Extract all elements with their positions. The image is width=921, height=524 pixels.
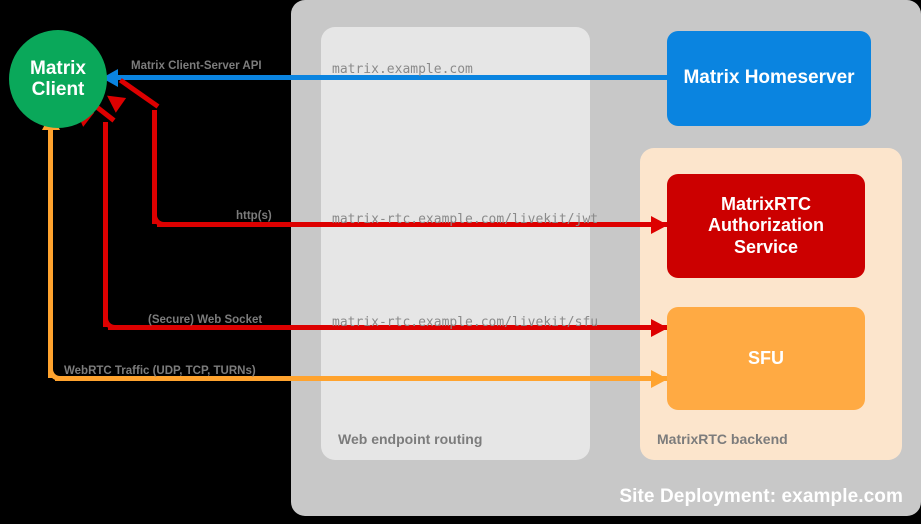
node-matrix-client[interactable]: Matrix Client: [9, 30, 107, 128]
web-endpoint-routing-label: Web endpoint routing: [338, 431, 483, 447]
matrix-client-line1: Matrix: [30, 57, 86, 79]
connector-cs-api-line: [117, 75, 667, 80]
connector-webrtc-target-arrowhead-icon: [651, 369, 668, 388]
node-sfu[interactable]: SFU: [667, 307, 865, 410]
matrix-homeserver-label: Matrix Homeserver: [683, 67, 855, 89]
sfu-label: SFU: [748, 347, 784, 368]
node-matrix-homeserver[interactable]: Matrix Homeserver: [667, 31, 871, 126]
connector-webrtc-hline: [55, 376, 667, 381]
connector-jwt-diagonal: [118, 78, 160, 109]
connector-webrtc-protocol-label: WebRTC Traffic (UDP, TCP, TURNs): [64, 365, 256, 377]
connector-sfu-ws-target-arrowhead-icon: [651, 318, 668, 337]
connector-webrtc-elbow: [48, 362, 67, 381]
connector-jwt-vline: [152, 110, 157, 224]
web-endpoint-routing-panel: Web endpoint routing: [321, 27, 590, 460]
connector-jwt-elbow: [152, 208, 171, 227]
connector-jwt-target-arrowhead-icon: [651, 215, 668, 234]
connector-cs-api-protocol-label: Matrix Client-Server API: [131, 60, 262, 72]
connector-sfu-ws-vline: [103, 122, 108, 327]
node-matrixrtc-authorization-service[interactable]: MatrixRTC Authorization Service: [667, 174, 865, 278]
auth-service-line3: Service: [733, 236, 799, 257]
site-deployment-label: Site Deployment: example.com: [619, 486, 903, 507]
auth-service-line1: MatrixRTC: [720, 194, 811, 215]
connector-jwt-arrowhead-icon: [101, 88, 127, 113]
connector-jwt-endpoint-label: matrix-rtc.example.com/livekit/jwt: [332, 212, 599, 227]
matrix-client-line2: Client: [31, 79, 85, 100]
connector-sfu-ws-protocol-label: (Secure) Web Socket: [148, 314, 263, 326]
connector-sfu-ws-elbow: [103, 311, 122, 330]
connector-sfu-ws-endpoint-label: matrix-rtc.example.com/livekit/sfu: [332, 315, 599, 330]
auth-service-line2: Authorization: [708, 215, 824, 236]
connector-jwt-protocol-label: http(s): [236, 210, 272, 222]
matrixrtc-backend-label: MatrixRTC backend: [657, 431, 788, 447]
connector-sfu-ws-hline: [108, 325, 667, 330]
connector-jwt-hline: [157, 222, 667, 227]
connector-cs-api-endpoint-label: matrix.example.com: [332, 62, 473, 77]
connector-webrtc-vline: [48, 128, 53, 378]
